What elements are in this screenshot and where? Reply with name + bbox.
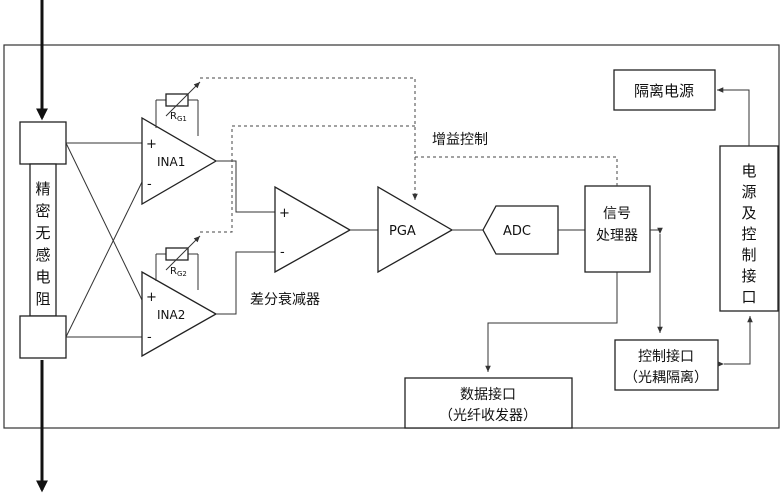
power-to-isolated-wire [717, 87, 750, 146]
svg-text:源: 源 [741, 183, 756, 201]
ina1-plus: + [146, 137, 157, 152]
diff-attenuator [274, 185, 352, 274]
ctrl-to-power-link [717, 316, 753, 367]
data-interface [404, 377, 573, 429]
signal-processor [584, 185, 651, 273]
proc-to-data-wire [485, 272, 618, 372]
signal-proc-line2: 处理器 [596, 228, 638, 244]
rg2-label: RG2 [170, 266, 187, 278]
svg-text:及: 及 [741, 204, 756, 222]
adc-label: ADC [503, 224, 531, 239]
svg-text:接: 接 [741, 267, 756, 285]
svg-text:无: 无 [35, 224, 50, 242]
isolated-power [613, 69, 716, 111]
data-iface-line1: 数据接口 [460, 386, 516, 403]
ina2-label: INA2 [157, 308, 185, 322]
rg1-variable-resistor [155, 81, 201, 136]
ina1-label: INA1 [157, 155, 185, 169]
ina1-amplifier [141, 116, 218, 206]
svg-text:口: 口 [741, 288, 756, 306]
svg-text:阻: 阻 [35, 290, 50, 308]
diff-attenuator-label: 差分衰减器 [250, 291, 320, 308]
isolated-power-label: 隔离电源 [634, 82, 694, 100]
rg2-variable-resistor [155, 235, 201, 290]
svg-text:电: 电 [741, 162, 756, 180]
svg-text:密: 密 [35, 202, 50, 220]
input-wiring [65, 142, 143, 338]
diff-att-minus: - [280, 245, 285, 260]
enclosure [3, 44, 780, 429]
pga-amplifier [377, 185, 454, 274]
svg-text:制: 制 [741, 246, 756, 264]
resistor-body [29, 163, 57, 317]
ina2-minus: - [147, 330, 152, 345]
resistor-label: 精 密 无 感 电 阻 [35, 180, 50, 308]
rg1-label: RG1 [170, 111, 187, 123]
ina1-minus: - [147, 177, 152, 192]
power-control-label: 电 源 及 控 制 接 口 [741, 162, 756, 306]
diff-att-plus: + [279, 206, 290, 221]
svg-text:感: 感 [35, 246, 50, 264]
ina2-amplifier [141, 270, 218, 358]
svg-text:电: 电 [35, 268, 50, 286]
proc-ctrl-link [650, 227, 663, 333]
gain-control-label: 增益控制 [432, 132, 488, 148]
power-control-port [719, 145, 779, 312]
ctrl-iface-line2: （光耦隔离） [624, 369, 708, 386]
svg-text:精: 精 [35, 180, 50, 198]
ina2-plus: + [146, 290, 157, 305]
resistor-bottom-cap [19, 315, 67, 359]
data-iface-line2: （光纤收发器） [439, 408, 537, 424]
gain-control-lines [200, 77, 618, 233]
pga-label: PGA [389, 224, 416, 239]
signal-proc-line1: 信号 [603, 206, 631, 222]
ina-output-wiring [216, 160, 275, 315]
control-interface [614, 339, 719, 391]
svg-text:控: 控 [741, 225, 756, 243]
resistor-top-cap [19, 121, 67, 165]
ctrl-iface-line1: 控制接口 [638, 348, 694, 365]
